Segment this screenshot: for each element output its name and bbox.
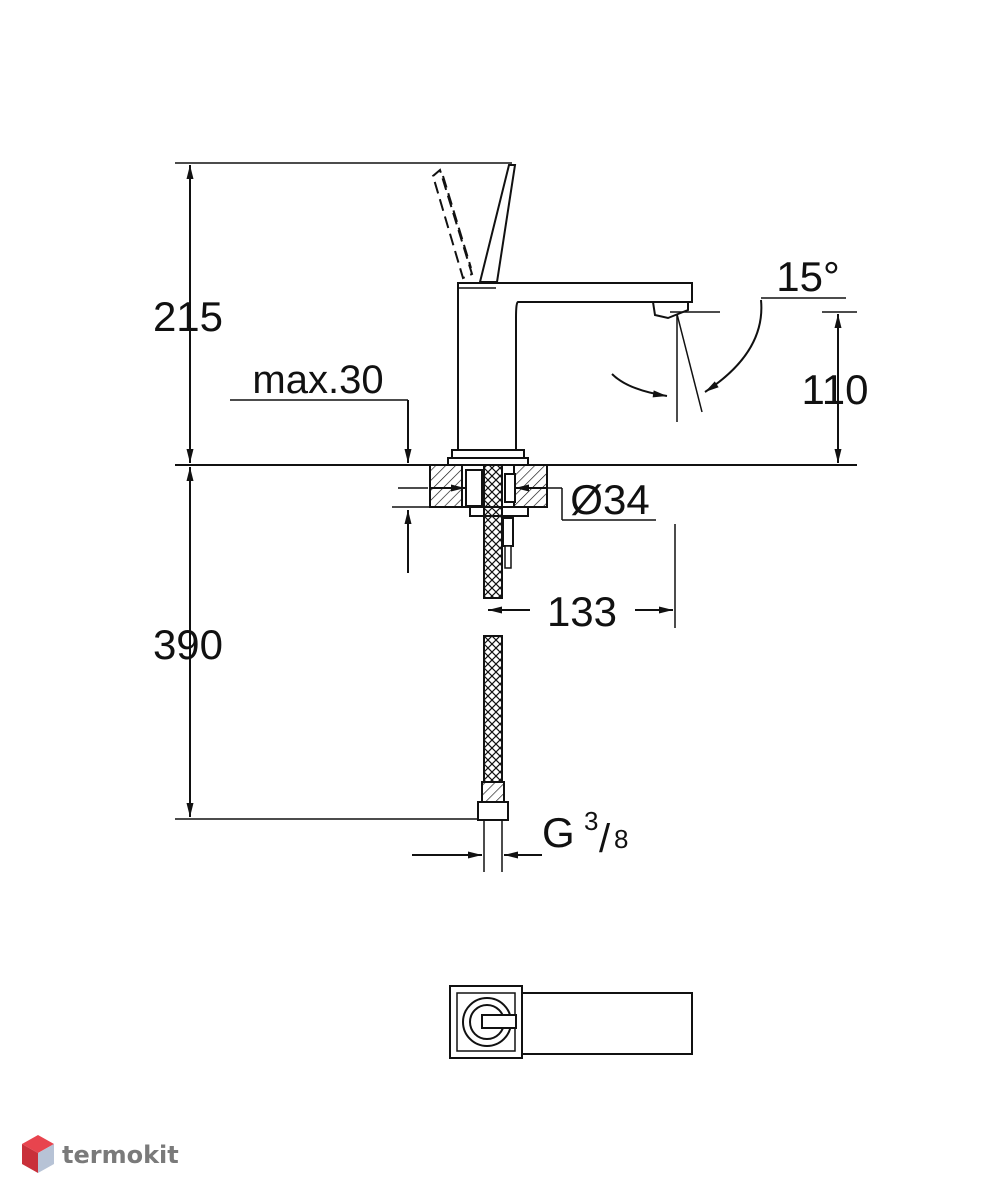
spout-height-110-dimension: 110 — [802, 311, 869, 463]
connection-thread-letter: G — [542, 809, 575, 856]
spout-angle-label: 15° — [776, 253, 840, 300]
faucet-body — [431, 164, 693, 466]
height-215-dimension: 215 — [153, 162, 512, 463]
termokit-wordmark: termokit — [62, 1141, 179, 1169]
hose-length-390-label: 390 — [153, 621, 223, 668]
top-view — [449, 985, 693, 1059]
svg-text:/: / — [599, 817, 611, 861]
height-215-label: 215 — [153, 293, 223, 340]
connection-fraction-denominator: 8 — [614, 824, 628, 854]
spout-reach-133-dimension: 133 — [488, 524, 676, 635]
connection-dimension: G 3 / 8 — [412, 806, 628, 861]
termokit-logo-icon — [22, 1135, 54, 1173]
hole-diameter-label: Ø34 — [570, 476, 649, 523]
spout-reach-133-label: 133 — [547, 588, 617, 635]
max-thickness-label: max.30 — [252, 358, 383, 402]
spout-angle-dimension: 15° — [611, 253, 846, 422]
spout-height-110-label: 110 — [802, 366, 869, 413]
termokit-watermark: termokit — [22, 1135, 179, 1173]
connection-fraction-numerator: 3 — [584, 806, 598, 836]
hose-length-390-dimension: 390 — [153, 467, 505, 820]
mounting-section — [429, 464, 548, 599]
max-thickness-dimension: max.30 — [230, 358, 468, 573]
supply-hose — [477, 635, 509, 872]
lever-alt-position — [431, 168, 474, 280]
hole-diameter-dimension: Ø34 — [398, 476, 656, 523]
